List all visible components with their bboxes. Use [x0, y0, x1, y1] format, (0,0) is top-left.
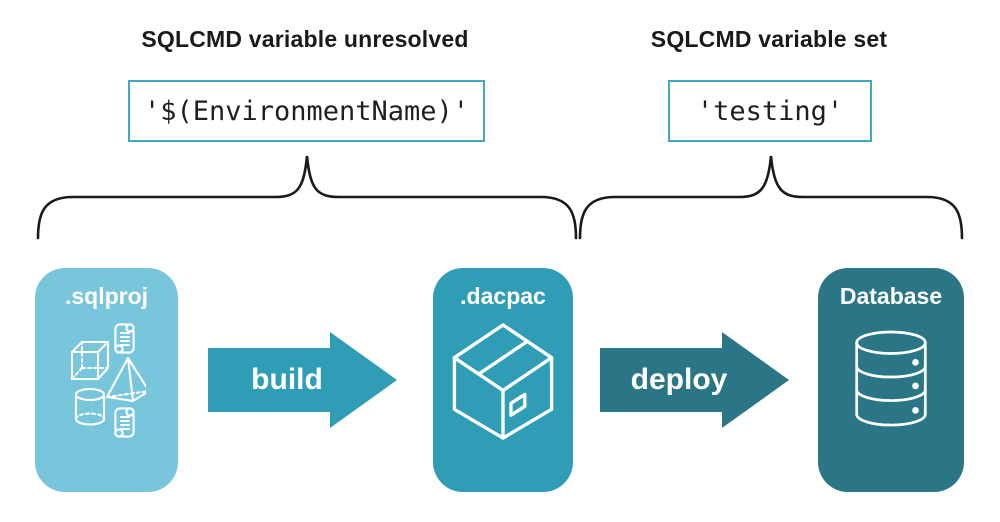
brace-right-icon	[578, 155, 964, 240]
stage-dacpac: .dacpac	[433, 268, 573, 492]
build-arrow: build	[208, 331, 398, 429]
right-arrow-icon	[208, 332, 397, 428]
heading-sqlcmd-set: SQLCMD variable set	[650, 26, 888, 52]
brace-left-icon	[36, 155, 578, 240]
code-unresolved-value: '$(EnvironmentName)'	[143, 95, 470, 127]
code-set-value: 'testing'	[696, 95, 844, 127]
deploy-arrow: deploy	[600, 331, 790, 429]
code-box-unresolved: '$(EnvironmentName)'	[128, 80, 485, 142]
right-arrow-icon	[600, 332, 789, 428]
stage-sqlproj-label: .sqlproj	[64, 283, 149, 309]
code-box-set: 'testing'	[668, 80, 872, 142]
stage-sqlproj: .sqlproj	[35, 268, 178, 492]
stage-database: Database	[818, 268, 964, 492]
package-box-icon	[446, 321, 560, 442]
sql-objects-icon	[68, 322, 146, 440]
heading-sqlcmd-unresolved: SQLCMD variable unresolved	[141, 26, 469, 52]
build-arrow-label: build	[251, 363, 323, 396]
stage-database-label: Database	[839, 283, 943, 309]
database-cylinder-icon	[853, 330, 929, 428]
stage-dacpac-label: .dacpac	[460, 283, 546, 309]
deploy-arrow-label: deploy	[630, 363, 728, 396]
